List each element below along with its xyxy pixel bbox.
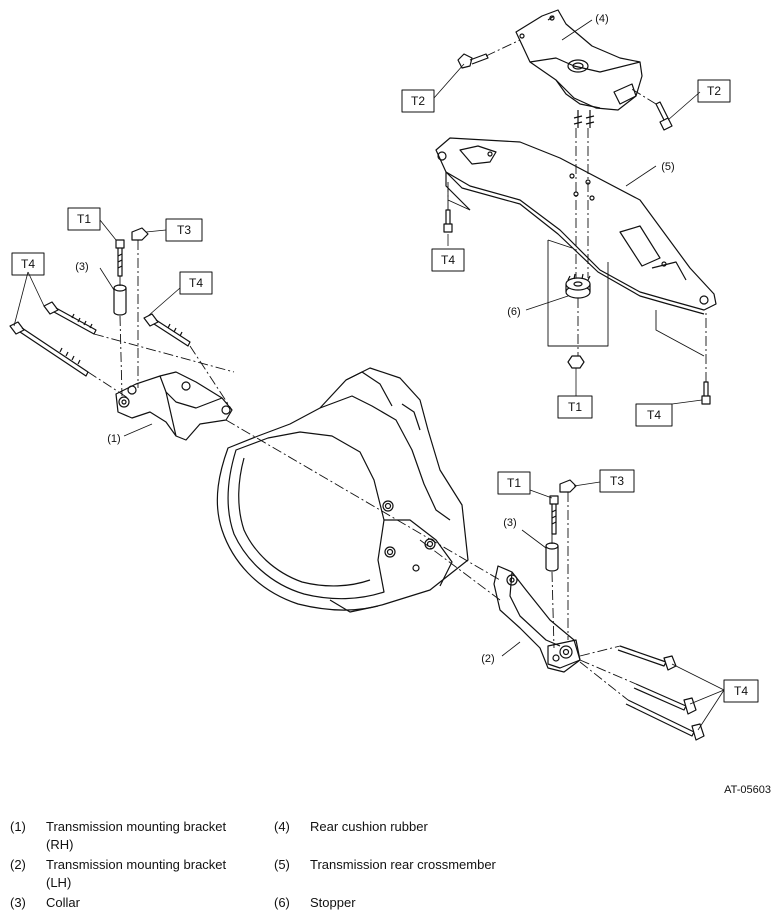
legend-num: (4) xyxy=(274,819,290,834)
torque-label-texts: T1 T3 T4 T4 T2 T2 T4 T1 T4 T1 T3 T4 xyxy=(21,84,748,698)
torque-label-t4-cross-right: T4 xyxy=(647,408,661,422)
alignment-lines xyxy=(87,39,707,701)
mounting-bracket-lh xyxy=(493,565,581,673)
transmission-case xyxy=(216,367,469,613)
torque-label-t4-right: T4 xyxy=(734,684,748,698)
stopper xyxy=(565,273,591,299)
exploded-view-diagram: T1 T3 T4 T4 T2 T2 T4 T1 T4 T1 T3 T4 (1) … xyxy=(9,9,759,741)
callout-3-right: (3) xyxy=(503,517,516,529)
legend-text: Transmission rear crossmember xyxy=(310,857,496,872)
legend-text: Collar xyxy=(46,895,80,910)
torque-label-t2-top-right: T2 xyxy=(707,84,721,98)
torque-label-t4-left-b: T4 xyxy=(189,276,203,290)
collar-left xyxy=(113,284,127,316)
legend-num: (2) xyxy=(10,857,26,872)
legend-num: (5) xyxy=(274,857,290,872)
collar-right xyxy=(545,542,559,572)
fasteners xyxy=(9,53,711,741)
legend-text: Rear cushion rubber xyxy=(310,819,428,834)
callout-1: (1) xyxy=(107,433,120,445)
rear-cushion-rubber xyxy=(515,9,643,128)
callout-3-left: (3) xyxy=(75,261,88,273)
callout-6: (6) xyxy=(507,306,520,318)
leader-lines xyxy=(13,19,725,731)
torque-label-t4-left-a: T4 xyxy=(21,257,35,271)
legend-text: Stopper xyxy=(310,895,356,910)
torque-label-t1-right: T1 xyxy=(507,476,521,490)
legend-num: (3) xyxy=(10,895,26,910)
legend-text: Transmission mounting bracket (RH) xyxy=(46,819,227,852)
legend-num: (6) xyxy=(274,895,290,910)
projection-lines xyxy=(447,186,705,357)
torque-label-t1-cross: T1 xyxy=(568,400,582,414)
torque-label-t4-cross: T4 xyxy=(441,253,455,267)
torque-label-t3-left: T3 xyxy=(177,223,191,237)
callout-2: (2) xyxy=(481,653,494,665)
torque-boxes xyxy=(11,79,759,703)
mounting-bracket-rh xyxy=(115,371,233,441)
figure-code: AT-05603 xyxy=(724,784,771,796)
torque-label-t2-top-left: T2 xyxy=(411,94,425,108)
torque-label-t3-right: T3 xyxy=(610,474,624,488)
callout-4: (4) xyxy=(595,13,608,25)
callout-5: (5) xyxy=(661,161,674,173)
legend-num: (1) xyxy=(10,819,26,834)
callout-numbers: (1) (2) (3) (3) (4) (5) (6) xyxy=(75,13,674,665)
legend-text: Transmission mounting bracket (LH) xyxy=(46,857,227,890)
torque-label-t1-left: T1 xyxy=(77,212,91,226)
